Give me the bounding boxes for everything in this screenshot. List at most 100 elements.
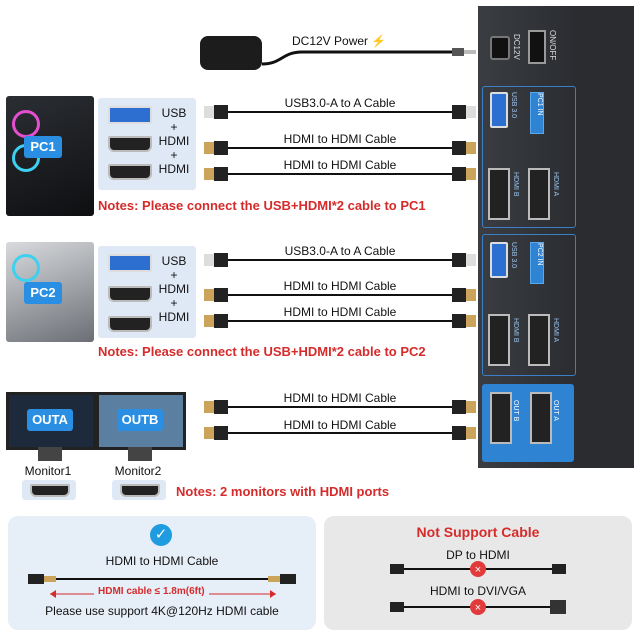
hdmi-cable-icon xyxy=(28,574,296,584)
pc1-cable-label-hdmi1: HDMI to HDMI Cable xyxy=(283,132,397,146)
monitor2-image: OUTB xyxy=(96,392,186,450)
monitor1-stand xyxy=(38,447,62,461)
pc2-badge: PC2 xyxy=(24,282,62,304)
outb-badge: OUTB xyxy=(117,409,163,431)
pc2-tower-image: PC2 xyxy=(6,242,94,342)
pc2-note: Notes: Please connect the USB+HDMI*2 cab… xyxy=(98,344,426,359)
monitor1-hdmi-port xyxy=(22,480,76,500)
pc2-port-stack: USB + HDMI + HDMI xyxy=(154,254,194,324)
pc1-port-stack: USB + HDMI + HDMI xyxy=(154,106,194,176)
pc1-port-panel xyxy=(482,86,576,228)
length-limit: HDMI cable ≤ 1.8m(6ft) xyxy=(94,586,209,597)
pc1-tower-image: PC1 xyxy=(6,96,94,216)
stack-plus: + xyxy=(170,268,178,282)
hdmi-cable xyxy=(204,288,476,302)
stack-usb: USB xyxy=(161,254,187,268)
pc1-usb-label: USB 3.0 xyxy=(510,92,517,119)
kvm-switch-body: DC12V ON/OFF USB 3.0 PC1 IN HDMI B HDMI … xyxy=(478,6,634,468)
monitor2-label: Monitor2 xyxy=(114,464,162,478)
usb-cable xyxy=(204,253,476,267)
monitor1-label: Monitor1 xyxy=(24,464,72,478)
out-b-port xyxy=(490,392,512,444)
monitor-cable-label-2: HDMI to HDMI Cable xyxy=(283,418,397,432)
pc2-usb-port xyxy=(490,242,508,278)
pc1-usb-port xyxy=(490,92,508,128)
dc-jack xyxy=(490,36,510,60)
usb-port-icon xyxy=(108,106,152,124)
power-switch[interactable] xyxy=(528,30,546,64)
pc1-badge: PC1 xyxy=(24,136,62,158)
not-supported-title: Not Support Cable xyxy=(416,524,540,540)
monitor2-stand xyxy=(128,447,152,461)
supported-title: HDMI to HDMI Cable xyxy=(105,554,219,568)
out-b-label: OUT B xyxy=(512,400,519,422)
pc1-cable-label-hdmi2: HDMI to HDMI Cable xyxy=(283,158,397,172)
monitor-note: Notes: 2 monitors with HDMI ports xyxy=(176,484,390,499)
pc1-hdmi-b-port xyxy=(488,168,510,220)
stack-usb: USB xyxy=(161,106,187,120)
monitor2-hdmi-port xyxy=(112,480,166,500)
dc-label: DC12V xyxy=(512,34,521,60)
usb-cable xyxy=(204,105,476,119)
hdmi-port-icon xyxy=(108,136,152,152)
hdmi-cable xyxy=(204,426,476,440)
pc2-hdmi-b-label: HDMI B xyxy=(512,318,519,343)
lightning-icon: ⚡ xyxy=(371,34,387,48)
svg-text:×: × xyxy=(475,602,481,614)
pc1-cable-label-usb: USB3.0-A to A Cable xyxy=(284,96,396,110)
power-cable-icon xyxy=(262,48,476,66)
pc2-cable-label-hdmi1: HDMI to HDMI Cable xyxy=(283,279,397,293)
pc2-ports-panel: USB + HDMI + HDMI xyxy=(98,246,196,338)
monitor1-image: OUTA xyxy=(6,392,96,450)
stack-plus: + xyxy=(170,120,178,134)
pc1-in-label: PC1 IN xyxy=(530,92,544,134)
hdmi-port-icon xyxy=(108,286,152,302)
hdmi-cable xyxy=(204,167,476,181)
out-a-port xyxy=(530,392,552,444)
not-supported-item-2: HDMI to DVI/VGA xyxy=(429,584,527,598)
stack-hdmi: HDMI xyxy=(158,134,190,148)
not-supported-box: Not Support Cable DP to HDMI × HDMI to D… xyxy=(324,516,632,630)
power-adapter-icon xyxy=(200,36,262,70)
hdmi-port-icon xyxy=(108,164,152,180)
pc2-in-label: PC2 IN xyxy=(530,242,544,284)
pc2-cable-label-usb: USB3.0-A to A Cable xyxy=(284,244,396,258)
stack-plus: + xyxy=(170,148,178,162)
onoff-label: ON/OFF xyxy=(548,30,557,61)
stack-hdmi: HDMI xyxy=(158,282,190,296)
hdmi-cable xyxy=(204,314,476,328)
check-icon: ✓ xyxy=(150,524,172,546)
stack-hdmi: HDMI xyxy=(158,162,190,176)
dp-hdmi-cable-icon: × xyxy=(390,561,566,577)
outa-badge: OUTA xyxy=(27,409,73,431)
pc2-hdmi-b-port xyxy=(488,314,510,366)
supported-advice: Please use support 4K@120Hz HDMI cable xyxy=(45,604,279,618)
pc2-usb-label: USB 3.0 xyxy=(510,242,517,269)
pc2-hdmi-a-label: HDMI A xyxy=(552,318,559,343)
hdmi-port-icon xyxy=(120,484,160,497)
monitor-cable-label-1: HDMI to HDMI Cable xyxy=(283,391,397,405)
pc1-hdmi-a-port xyxy=(528,168,550,220)
stack-hdmi: HDMI xyxy=(158,310,190,324)
hdmi-port-icon xyxy=(108,316,152,332)
pc1-ports-panel: USB + HDMI + HDMI xyxy=(98,98,196,190)
hdmi-port-icon xyxy=(30,484,70,497)
hdmi-cable xyxy=(204,141,476,155)
stack-plus: + xyxy=(170,296,178,310)
pc1-hdmi-a-label: HDMI A xyxy=(552,172,559,197)
usb-port-icon xyxy=(108,254,152,272)
pc1-hdmi-b-label: HDMI B xyxy=(512,172,519,197)
pc2-hdmi-a-port xyxy=(528,314,550,366)
pc1-note: Notes: Please connect the USB+HDMI*2 cab… xyxy=(98,198,426,213)
fan-icon xyxy=(12,254,40,282)
not-supported-item-1: DP to HDMI xyxy=(446,548,510,562)
pc2-cable-label-hdmi2: HDMI to HDMI Cable xyxy=(283,305,397,319)
hdmi-dvi-cable-icon: × xyxy=(390,599,566,615)
power-label: DC12V Power ⚡ xyxy=(292,34,386,48)
svg-text:×: × xyxy=(475,564,481,576)
hdmi-cable xyxy=(204,400,476,414)
supported-cable-box: ✓ HDMI to HDMI Cable HDMI cable ≤ 1.8m(6… xyxy=(8,516,316,630)
power-label-text: DC12V Power xyxy=(292,34,369,48)
out-a-label: OUT A xyxy=(552,400,559,421)
